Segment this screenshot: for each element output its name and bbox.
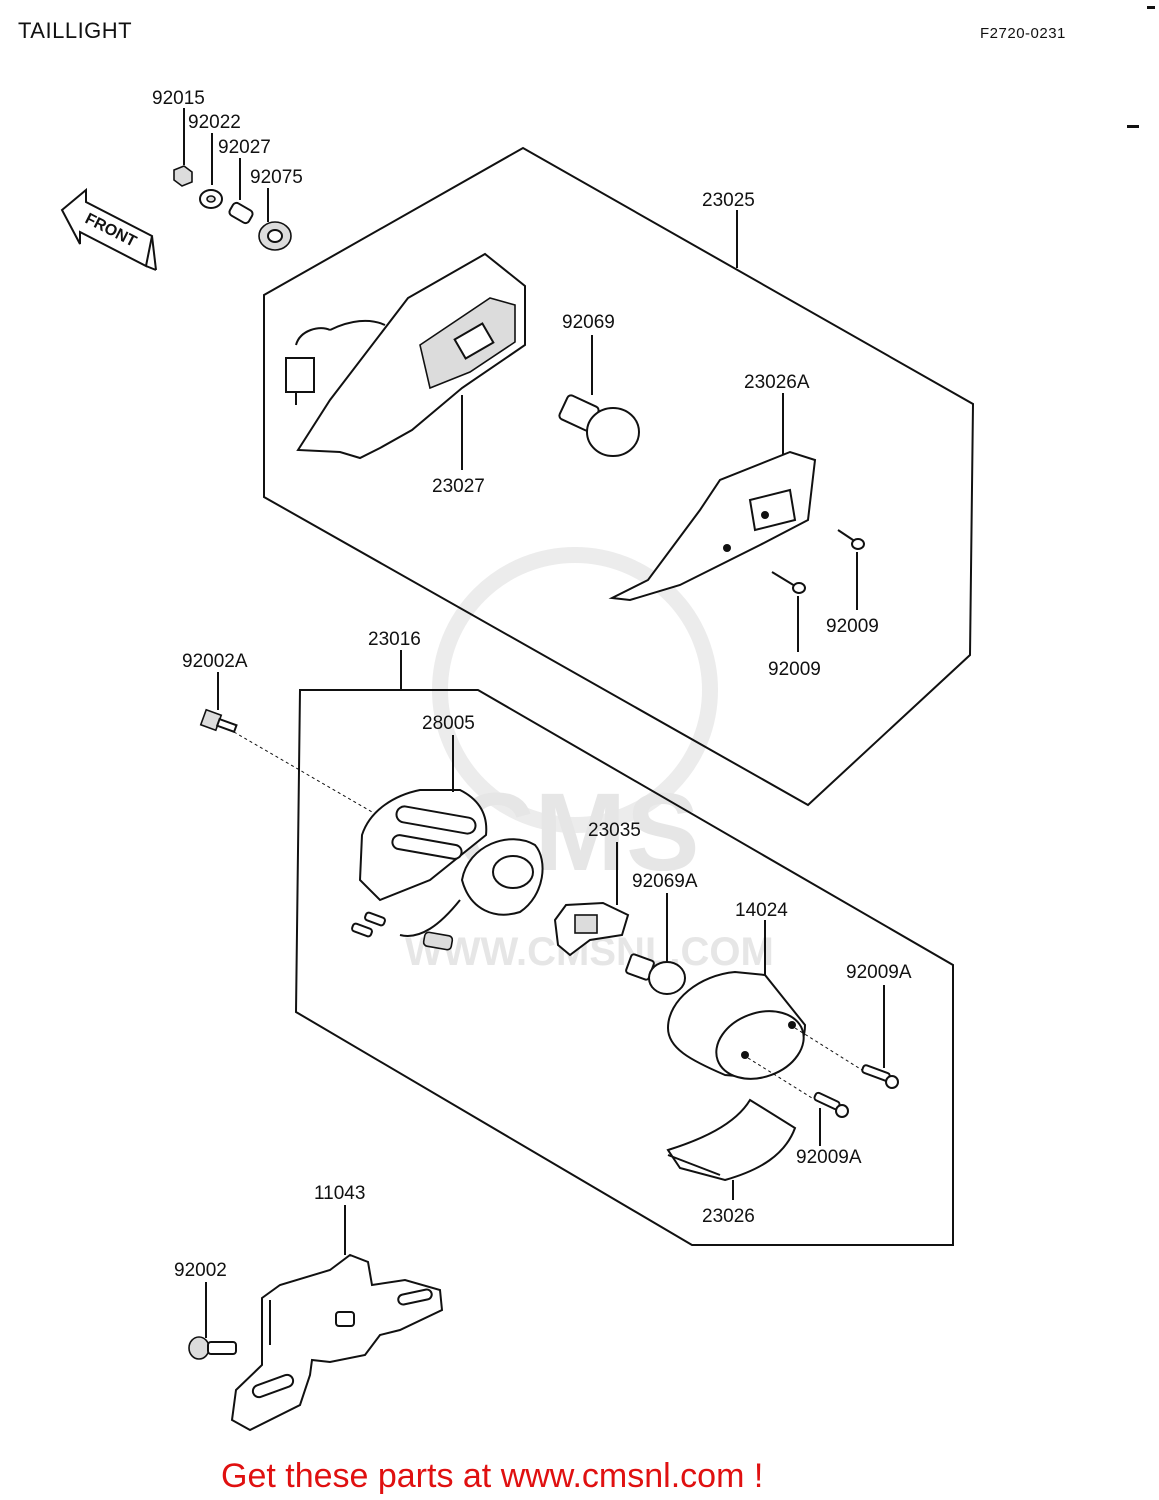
part-label-23026A: 23026A (744, 372, 810, 393)
bolt-92002A (199, 708, 238, 734)
part-label-92027: 92027 (218, 137, 271, 158)
housing-23027 (285, 252, 526, 460)
bracket-11043 (230, 1253, 444, 1432)
part-label-92002: 92002 (174, 1260, 227, 1281)
screw-92009A-lower (813, 1091, 849, 1118)
base-28005 (358, 789, 488, 902)
lens-23026A (608, 450, 817, 602)
connector (285, 357, 315, 393)
part-label-92009A-lower: 92009A (796, 1147, 862, 1168)
diagram-code: F2720-0231 (980, 25, 1066, 42)
part-label-92002A: 92002A (182, 651, 248, 672)
screw-92009-lower (771, 571, 806, 594)
bolt-path (233, 731, 373, 813)
edge-mark (1127, 125, 1139, 128)
diagram-title: TAILLIGHT (18, 18, 132, 43)
footer-promo-text: Get these parts at www.cmsnl.com ! (221, 1457, 763, 1495)
part-label-92069: 92069 (562, 312, 615, 333)
lens-14024 (666, 970, 807, 1080)
part-label-92009-lower: 92009 (768, 659, 821, 680)
socket-23035 (553, 901, 630, 957)
lens-cover-23026 (666, 1098, 797, 1182)
screw-92009A-upper (861, 1064, 899, 1089)
part-label-14024: 14024 (735, 900, 788, 921)
screw-92009-upper (837, 529, 865, 550)
part-label-28005: 28005 (422, 713, 475, 734)
front-arrow: FRONT (60, 187, 157, 271)
part-label-23027: 23027 (432, 476, 485, 497)
part-label-92069A: 92069A (632, 871, 698, 892)
group-box-23016 (294, 689, 954, 1246)
nut-92015 (173, 165, 193, 187)
leader-lines (183, 108, 885, 1338)
socket-assembly (351, 838, 544, 951)
edge-mark (1147, 6, 1155, 9)
part-label-23035: 23035 (588, 820, 641, 841)
screw-path (747, 1057, 813, 1099)
part-label-92015: 92015 (152, 88, 205, 109)
part-labels: 92015 92022 92027 92075 23025 92069 2302… (152, 88, 912, 1281)
bulb-92069 (558, 394, 640, 457)
screw-path (794, 1027, 863, 1071)
bulb-92069A (625, 953, 686, 995)
part-label-92075: 92075 (250, 167, 303, 188)
part-label-23026: 23026 (702, 1206, 755, 1227)
small-hardware-set (173, 165, 292, 251)
collar-92027 (228, 201, 254, 225)
part-label-92022: 92022 (188, 112, 241, 133)
group-box-23025 (263, 146, 975, 807)
part-label-92009-upper: 92009 (826, 616, 879, 637)
bolt-92002 (188, 1336, 237, 1360)
part-label-23025: 23025 (702, 190, 755, 211)
part-label-92009A-upper: 92009A (846, 962, 912, 983)
part-label-23016: 23016 (368, 629, 421, 650)
part-label-11043: 11043 (314, 1183, 365, 1204)
